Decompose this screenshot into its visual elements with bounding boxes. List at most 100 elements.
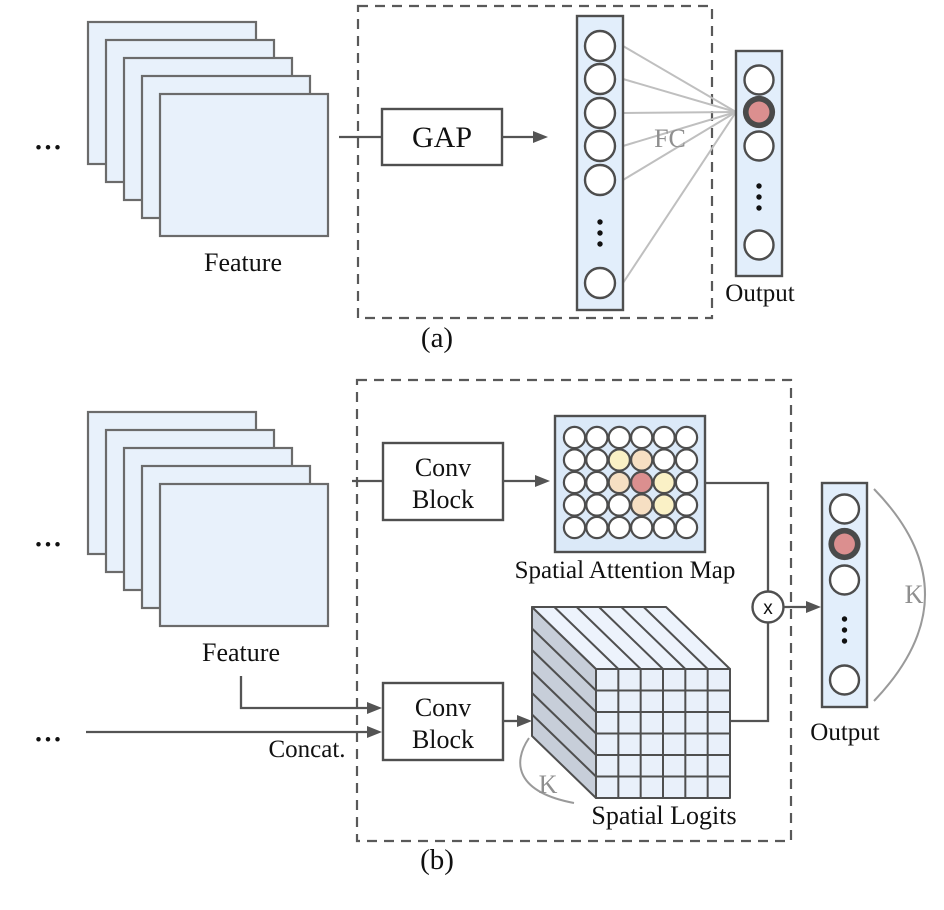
attention-cell xyxy=(607,425,632,450)
cube-side-line xyxy=(531,692,597,756)
fc-connection-line xyxy=(622,111,737,284)
feature-to-conv2-arrow xyxy=(239,676,382,714)
logits-to-multiply-line xyxy=(731,623,770,723)
fc-connection-line xyxy=(622,111,737,114)
attention-to-multiply-line xyxy=(705,481,770,591)
neuron xyxy=(828,564,861,596)
fc-connection-line xyxy=(622,78,737,113)
output-label-a: Output xyxy=(725,280,795,307)
attention-cell xyxy=(652,493,676,517)
cube-side-line xyxy=(531,627,597,692)
feature-stack-a xyxy=(86,20,330,238)
fc-label: FC xyxy=(654,124,686,153)
attention-cell xyxy=(674,425,699,450)
attention-cell xyxy=(630,470,654,495)
k-bracket-output xyxy=(873,488,926,702)
highlight-neuron xyxy=(748,101,770,123)
attention-cell xyxy=(674,448,699,472)
neuron xyxy=(743,130,775,162)
feature-label-b: Feature xyxy=(202,638,280,667)
fc-connection-line xyxy=(622,111,737,181)
conv-block-top-box xyxy=(381,441,505,522)
logits-label: Spatial Logits xyxy=(591,801,736,830)
cube-top-line xyxy=(575,606,642,670)
panel-b: ... Feature Conv Block Spatial Attention… xyxy=(34,378,926,876)
cube-top-line xyxy=(620,606,687,670)
conv-block-top-line1: Conv xyxy=(415,453,471,482)
conv-block-bottom-line1: Conv xyxy=(415,693,471,722)
vertical-ellipsis-dot xyxy=(597,241,603,247)
attention-cell xyxy=(674,515,699,540)
cube-side-line xyxy=(531,670,597,735)
neuron xyxy=(583,29,617,63)
vertical-ellipsis-dot xyxy=(756,205,762,211)
attention-cell xyxy=(630,493,654,517)
dashed-module-box-a xyxy=(356,4,714,320)
attention-cell xyxy=(652,425,676,450)
vertical-ellipsis-dot xyxy=(597,230,603,236)
caption-b: (b) xyxy=(420,844,454,876)
attention-cell xyxy=(607,448,632,472)
attention-cell xyxy=(652,448,676,472)
attention-cell xyxy=(630,448,654,472)
dashed-module-box-b xyxy=(355,378,793,843)
conv-block-top-line2: Block xyxy=(412,485,474,514)
multiply-label: x xyxy=(763,598,773,619)
feature-stack-b xyxy=(86,410,330,628)
attention-cell xyxy=(562,515,587,540)
attention-cell xyxy=(585,515,609,540)
concat-label: Concat. xyxy=(268,736,345,763)
ellipsis-b-bottom: ... xyxy=(34,708,63,750)
attention-cell xyxy=(562,493,587,517)
conv-block-bottom-box xyxy=(381,681,505,762)
attention-cell xyxy=(652,515,676,540)
caption-a: (a) xyxy=(421,322,453,354)
vertical-ellipsis-dot xyxy=(841,627,848,633)
neuron xyxy=(583,163,617,197)
attention-cell xyxy=(674,470,699,495)
fc-connection-line xyxy=(622,45,737,113)
highlight-neuron xyxy=(834,533,855,555)
fc-connection-line xyxy=(622,111,737,147)
logits-cube xyxy=(531,606,731,799)
panel-a: ... Feature GAP FC Output (a) xyxy=(34,4,795,354)
attention-cell xyxy=(607,493,632,517)
neuron xyxy=(583,96,617,130)
attention-map-label: Spatial Attention Map xyxy=(515,557,736,584)
k-label-depth: K xyxy=(539,770,558,799)
attention-cell xyxy=(562,425,587,450)
multiply-node xyxy=(751,590,785,624)
cube-top-line xyxy=(598,606,664,670)
attention-grid xyxy=(562,425,699,540)
neuron xyxy=(583,266,617,300)
attention-cell xyxy=(607,470,632,495)
gap-label: GAP xyxy=(412,121,472,154)
cube-side-line xyxy=(531,713,597,778)
k-bracket-depth xyxy=(519,737,575,804)
vertical-ellipsis-dot xyxy=(756,183,762,189)
feature-map-layer xyxy=(158,92,330,238)
attention-cell xyxy=(585,470,609,495)
k-label-output: K xyxy=(905,580,924,609)
attention-cell xyxy=(585,425,609,450)
neuron xyxy=(743,229,775,261)
attention-cell xyxy=(674,493,699,517)
attention-cell xyxy=(585,448,609,472)
attention-cell xyxy=(630,425,654,450)
vertical-ellipsis-dot xyxy=(597,219,603,225)
vertical-ellipsis-dot xyxy=(841,616,848,622)
attention-cell xyxy=(630,515,654,540)
fan-lines xyxy=(622,45,737,284)
vertical-ellipsis-dot xyxy=(756,194,762,200)
cube-top-line xyxy=(553,606,620,670)
attention-cell xyxy=(562,470,587,495)
feature-label-a: Feature xyxy=(204,248,282,277)
cube-top-line xyxy=(642,606,709,670)
output-b xyxy=(820,481,869,709)
neuron xyxy=(743,64,775,96)
neuron xyxy=(583,129,617,163)
attention-cell xyxy=(652,470,676,495)
vector-a xyxy=(575,14,625,312)
